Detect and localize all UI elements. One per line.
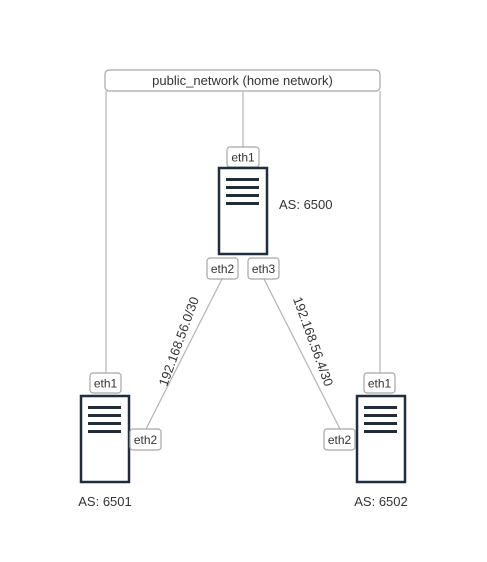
public-network-box bbox=[104, 69, 381, 92]
top-eth2-to-left-eth2-line bbox=[145, 278, 223, 430]
top-server-slot-1 bbox=[226, 178, 259, 181]
right-server-body bbox=[355, 394, 407, 484]
top-eth3-label: eth3 bbox=[252, 262, 276, 276]
left-subnet-label: 192.168.56.0/30 bbox=[156, 295, 202, 388]
server-icon bbox=[355, 394, 407, 484]
top-eth1-label: eth1 bbox=[231, 151, 255, 165]
right-server-slot-2 bbox=[364, 414, 397, 417]
public-network-label: public_network (home network) bbox=[152, 73, 333, 88]
server-icon bbox=[217, 166, 269, 256]
left-as-label: AS: 6501 bbox=[78, 494, 132, 509]
right-subnet-label: 192.168.56.4/30 bbox=[290, 295, 336, 388]
left-eth2-box bbox=[129, 428, 162, 451]
server-icon bbox=[79, 394, 131, 484]
right-as-label: AS: 6502 bbox=[354, 494, 408, 509]
left-server-body bbox=[79, 394, 131, 484]
top-eth3-to-right-eth2-line bbox=[263, 278, 341, 430]
top-eth2-box bbox=[206, 257, 239, 280]
public-network-bar: public_network (home network) bbox=[104, 69, 381, 92]
left-server-slot-3 bbox=[88, 422, 121, 425]
top-server-slot-3 bbox=[226, 194, 259, 197]
right-eth2-label: eth2 bbox=[328, 433, 352, 447]
right-server-slot-1 bbox=[364, 406, 397, 409]
left-server-slot-1 bbox=[88, 406, 121, 409]
left-eth1-label: eth1 bbox=[94, 377, 118, 391]
top-eth3-box bbox=[247, 257, 280, 280]
right-eth2-box bbox=[323, 428, 356, 451]
top-as-label: AS: 6500 bbox=[279, 197, 333, 212]
top-server-body bbox=[217, 166, 269, 256]
left-eth1-box bbox=[89, 372, 122, 394]
router-left: eth1 eth2 AS: 6501 bbox=[78, 372, 162, 509]
right-eth1-box bbox=[363, 372, 396, 394]
left-server-slot-2 bbox=[88, 414, 121, 417]
right-server-slot-4 bbox=[364, 430, 397, 433]
top-eth2-label: eth2 bbox=[211, 262, 235, 276]
top-server-slot-4 bbox=[226, 202, 259, 205]
top-server-slot-2 bbox=[226, 186, 259, 189]
router-top: eth1 AS: 6500 eth2 eth3 bbox=[206, 146, 333, 280]
left-server-slot-4 bbox=[88, 430, 121, 433]
right-server-slot-3 bbox=[364, 422, 397, 425]
router-right: eth1 eth2 AS: 6502 bbox=[323, 372, 408, 509]
right-eth1-label: eth1 bbox=[368, 377, 392, 391]
connections bbox=[105, 91, 381, 430]
left-eth2-label: eth2 bbox=[134, 433, 158, 447]
